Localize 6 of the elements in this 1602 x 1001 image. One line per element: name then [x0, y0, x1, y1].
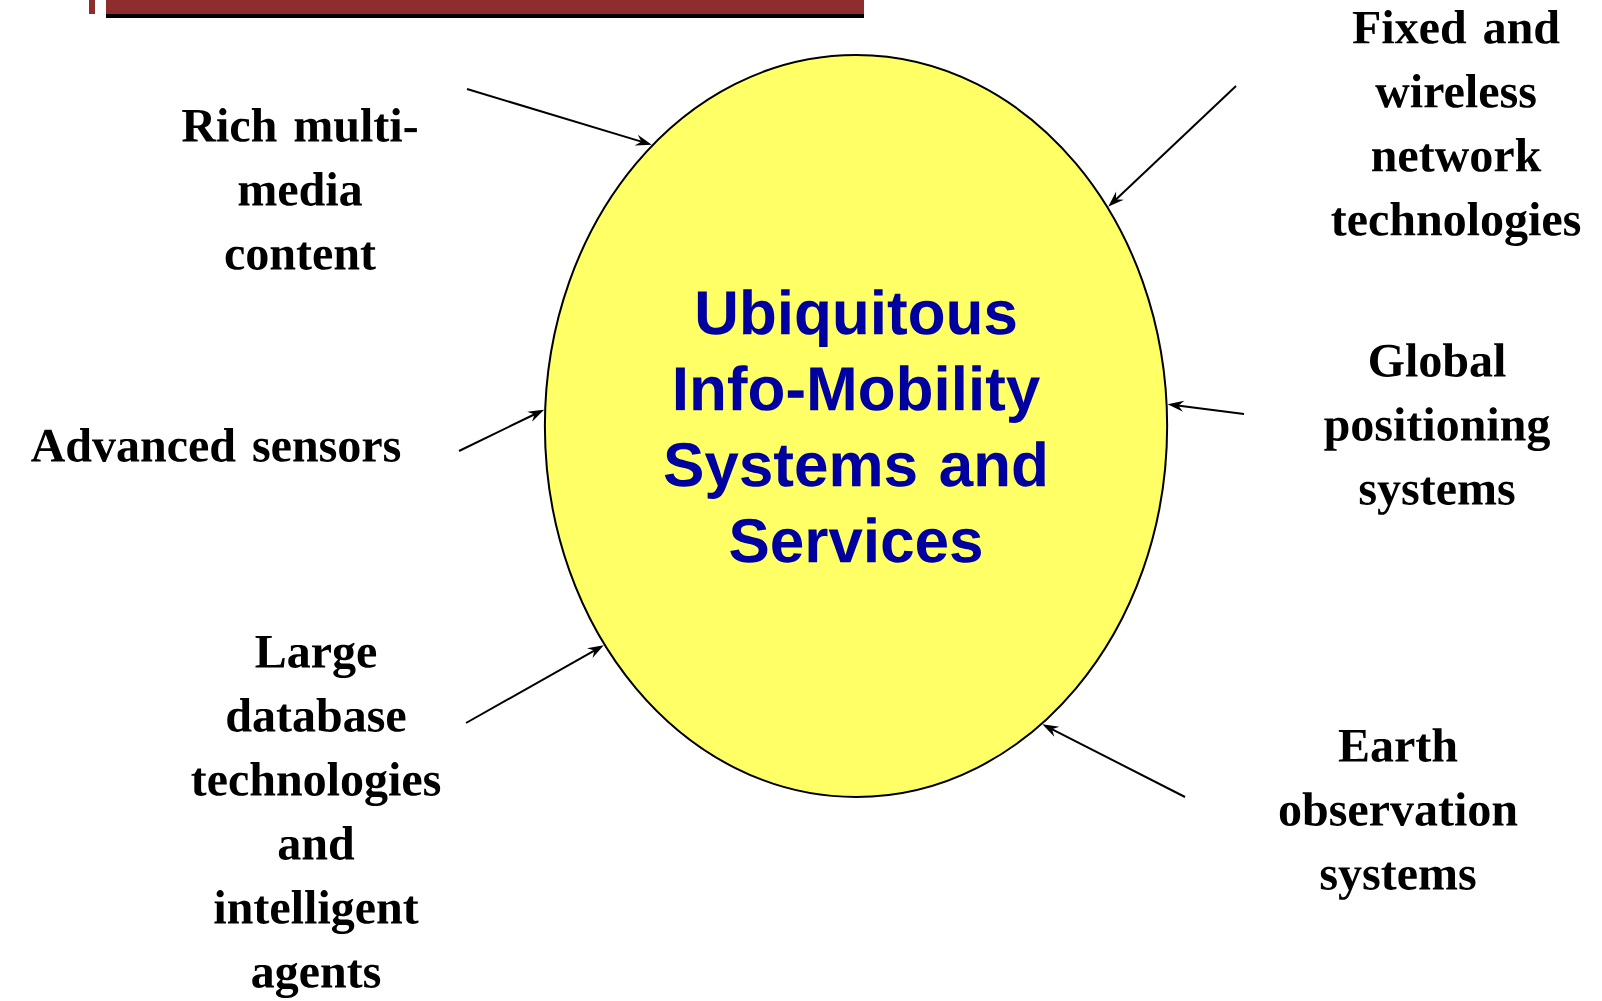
source-label: Rich multi-media content: [182, 108, 417, 270]
source-label: Advanced sensors: [31, 428, 401, 462]
source-label: Earth observation systems: [1279, 728, 1518, 900]
source-label: Large database technologies and intelligent agents: [191, 636, 441, 998]
source-label: Fixed and wireless network technologies: [1331, 10, 1581, 246]
source-label: Global positioning systems: [1324, 343, 1550, 515]
